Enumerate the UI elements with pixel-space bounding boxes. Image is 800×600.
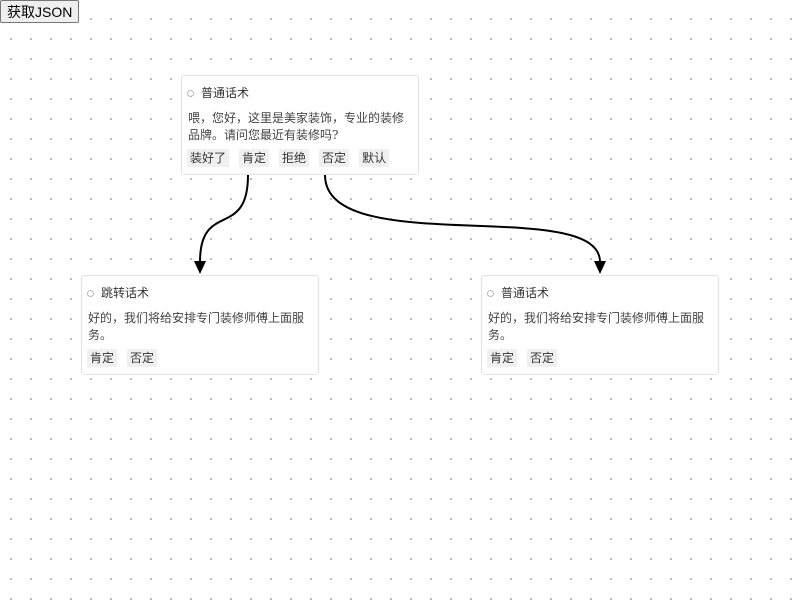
- node-status-icon: [87, 289, 94, 297]
- branch-default-tag[interactable]: 默认: [359, 149, 390, 167]
- node-content: 好的，我们将给安排专门装修师傅上面服务。: [488, 311, 705, 342]
- node-content: 好的，我们将给安排专门装修师傅上面服务。: [88, 311, 305, 342]
- get-json-button[interactable]: 获取JSON: [0, 0, 80, 23]
- script-node-normal[interactable]: 普通话术 好的，我们将给安排专门装修师傅上面服务。 肯定 否定: [481, 275, 719, 375]
- node-branch-list: 肯定 否定: [82, 344, 318, 374]
- node-status-icon: [187, 89, 194, 97]
- branch-reject-tag[interactable]: 拒绝: [279, 149, 310, 167]
- branch-affirm-tag[interactable]: 肯定: [239, 149, 270, 167]
- node-title: 跳转话术: [101, 286, 150, 300]
- node-status-icon: [487, 289, 494, 297]
- node-title: 普通话术: [201, 86, 250, 100]
- node-branch-list: 装好了 肯定 拒绝 否定 默认: [182, 144, 418, 174]
- branch-deny-tag[interactable]: 否定: [527, 349, 558, 367]
- branch-done-tag[interactable]: 装好了: [187, 149, 230, 167]
- script-node-jump[interactable]: 跳转话术 好的，我们将给安排专门装修师傅上面服务。 肯定 否定: [81, 275, 319, 375]
- node-header: 跳转话术: [82, 284, 318, 302]
- branch-deny-tag[interactable]: 否定: [127, 349, 158, 367]
- node-content: 喂，您好，这里是美家装饰，专业的装修品牌。请问您最近有装修吗?: [188, 111, 405, 142]
- node-header: 普通话术: [482, 284, 718, 302]
- script-node-root[interactable]: 普通话术 喂，您好，这里是美家装饰，专业的装修品牌。请问您最近有装修吗? 装好了…: [181, 75, 419, 175]
- branch-affirm-tag[interactable]: 肯定: [487, 349, 518, 367]
- branch-deny-tag[interactable]: 否定: [319, 149, 350, 167]
- branch-affirm-tag[interactable]: 肯定: [87, 349, 118, 367]
- node-title: 普通话术: [501, 286, 550, 300]
- node-branch-list: 肯定 否定: [482, 344, 718, 374]
- node-header: 普通话术: [182, 84, 418, 102]
